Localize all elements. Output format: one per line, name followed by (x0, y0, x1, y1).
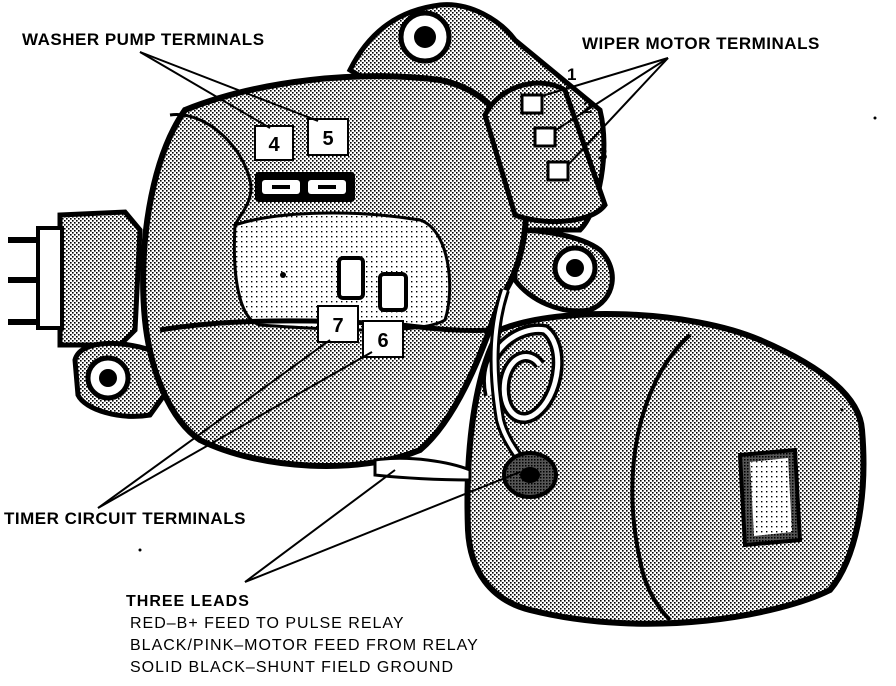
washer-pump-terminals-label: WASHER PUMP TERMINALS (22, 30, 265, 49)
terminal-4-label: 4 (268, 134, 280, 156)
lead-black-line: SOLID BLACK–SHUNT FIELD GROUND (130, 659, 454, 676)
terminal-6-label: 6 (377, 330, 388, 352)
gearbox-housing (140, 73, 530, 470)
wire-leads (482, 288, 564, 499)
three-leads-legend: THREE LEADS RED–B+ FEED TO PULSE RELAY B… (126, 591, 546, 679)
terminal-7-label: 7 (332, 315, 343, 337)
right-mount-ear (512, 227, 615, 314)
lead-pink-line: BLACK/PINK–MOTOR FEED FROM RELAY (130, 637, 479, 654)
motor-terminal-3-label: 3 (598, 145, 607, 164)
timer-circuit-terminals-label: TIMER CIRCUIT TERMINALS (4, 509, 246, 528)
motor-can (464, 311, 867, 627)
terminal-5-badge: 5 (307, 118, 349, 156)
wiper-motor-terminals-label: WIPER MOTOR TERMINALS (582, 34, 820, 53)
print-specks (138, 116, 877, 552)
terminal-6-badge: 6 (362, 320, 404, 358)
left-connector-plug (8, 209, 143, 348)
terminal-4-badge: 4 (254, 125, 294, 161)
leader-lines (97, 51, 669, 583)
motor-terminal-1-label: 1 (567, 65, 576, 84)
lower-bracket-tab (373, 456, 472, 482)
terminal-5-label: 5 (322, 128, 333, 150)
motor-terminal-2-label: 2 (583, 98, 592, 117)
wiper-terminal-block (482, 80, 608, 224)
terminal-7-badge: 7 (317, 305, 359, 343)
lead-red-line: RED–B+ FEED TO PULSE RELAY (130, 615, 405, 632)
three-leads-heading: THREE LEADS (126, 593, 250, 610)
